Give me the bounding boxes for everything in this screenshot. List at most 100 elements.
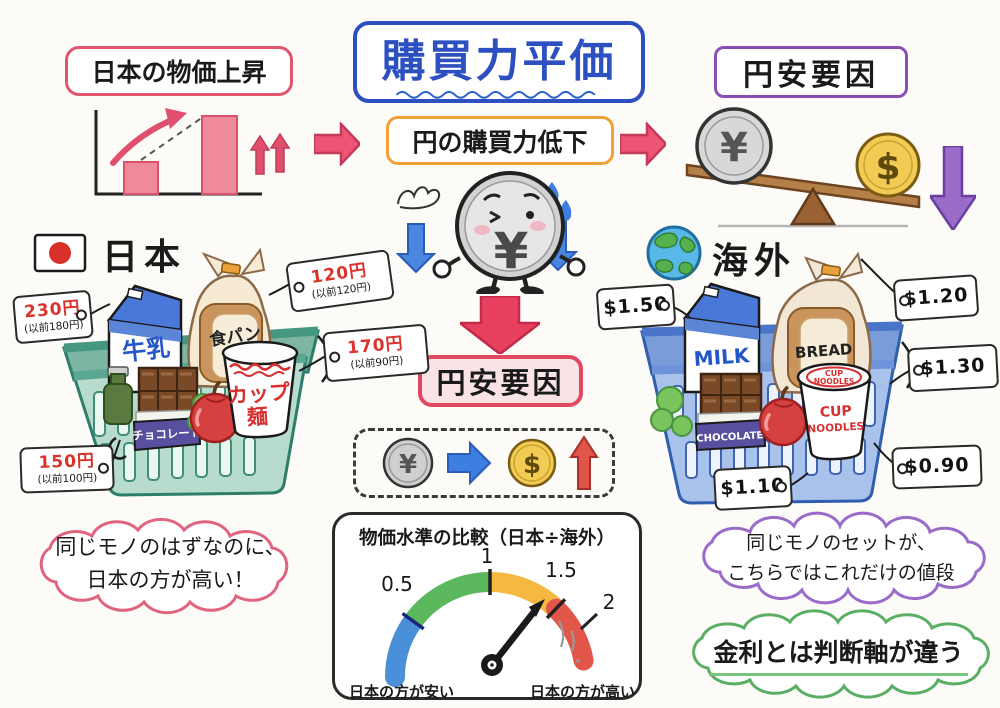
japan-bubble-line2: 日本の方が高い！ xyxy=(86,568,255,592)
japan-inflation-box: 日本の物価上昇 xyxy=(65,46,293,96)
chocolate-item: CHOCOLATE xyxy=(694,372,767,452)
yen-coin-icon: ¥ xyxy=(695,107,773,185)
yen-power-label: 円の購買力低下 xyxy=(412,127,588,157)
svg-text:$: $ xyxy=(523,450,541,480)
arrow-down-purple-icon xyxy=(930,146,976,230)
tag-hole xyxy=(896,462,909,474)
arrow-right-icon xyxy=(314,122,360,166)
weak-yen-top-label: 円安要因 xyxy=(743,58,879,93)
bar-current xyxy=(201,115,238,195)
page-title-text: 購買力平価 xyxy=(381,36,617,87)
overseas-bubble-line1: 同じモノのセットが、 xyxy=(746,531,936,554)
tag-hole xyxy=(97,462,110,474)
dollar-coin-icon: $ xyxy=(507,438,557,488)
arrow-up-red-icon xyxy=(569,435,599,490)
svg-text:2: 2 xyxy=(603,590,616,614)
bottle-item xyxy=(103,366,133,425)
price-tag-basket2-usd: $1.10 xyxy=(712,464,794,512)
japan-section-label: 日本 xyxy=(102,237,187,278)
svg-text:日本の方が高い: 日本の方が高い xyxy=(530,683,635,701)
price-rise-bar-chart xyxy=(94,108,291,196)
lettuce xyxy=(650,408,674,432)
globe-icon xyxy=(646,225,702,281)
tag-hole xyxy=(775,480,788,493)
gauge-needle xyxy=(481,599,545,676)
wavy-underline xyxy=(395,90,596,99)
svg-text:CUP: CUP xyxy=(819,403,852,421)
up-arrow-icon xyxy=(269,132,291,173)
tick-0_5 xyxy=(401,612,425,631)
price-tag-basket-usd: $0.90 xyxy=(891,444,983,490)
svg-text:¥: ¥ xyxy=(494,222,529,280)
price-tag-milk-jp: 230円 (以前180円) xyxy=(12,289,94,345)
lettuce xyxy=(671,415,693,437)
svg-text:牛乳: 牛乳 xyxy=(121,334,172,367)
arrow-right-icon xyxy=(620,122,666,166)
yen-to-dollar-diagram: ¥ $ xyxy=(382,435,599,490)
svg-text:カップ: カップ xyxy=(226,380,292,408)
svg-text:$: $ xyxy=(875,147,900,188)
weak-yen-center-label: 円安要因 xyxy=(436,366,565,400)
tag-hole xyxy=(75,308,88,321)
svg-text:NOODLES: NOODLES xyxy=(814,377,855,386)
svg-text:CHOCOLATE: CHOCOLATE xyxy=(696,430,764,445)
svg-text:チョコレート: チョコレート xyxy=(132,425,202,443)
page-title: 購買力平価 xyxy=(353,21,645,103)
yen-coin-icon: ¥ xyxy=(382,437,434,489)
price-tag-milk-usd: $1.50 xyxy=(595,283,677,331)
arrow-down-pink-icon xyxy=(460,296,540,354)
overseas-grocery-basket: BREAD MILK CHOCOLATE xyxy=(640,251,915,505)
bar-previous xyxy=(123,161,159,195)
svg-text:1.5: 1.5 xyxy=(545,558,577,582)
arrow-right-blue-icon xyxy=(447,440,492,486)
dollar-coin-icon: $ xyxy=(855,132,921,198)
tag-hole xyxy=(328,350,341,363)
closed-eye xyxy=(489,210,501,224)
price-level-gauge-panel: 物価水準の比較（日本÷海外） 0.5 1 1.5 2 日本の方が安い xyxy=(332,512,642,701)
price-level-gauge: 0.5 1 1.5 2 日本の方が安い 日本の方が高い xyxy=(349,545,635,701)
gauge-title: 物価水準の比較（日本÷海外） xyxy=(358,528,615,549)
currency-seesaw: ¥ $ xyxy=(685,107,921,228)
apple-item xyxy=(758,385,808,447)
gauge-segment-blue xyxy=(385,611,424,687)
svg-text:¥: ¥ xyxy=(399,450,417,480)
svg-text:BREAD: BREAD xyxy=(794,340,852,362)
trend-arrow xyxy=(110,116,177,166)
apple-item xyxy=(189,380,241,444)
svg-text:1: 1 xyxy=(481,545,494,568)
gauge-segment-yellow xyxy=(489,572,563,617)
svg-text:0.5: 0.5 xyxy=(381,572,413,596)
tag-hole xyxy=(292,280,306,293)
cup-noodle-item: カップ 麺 xyxy=(221,340,299,439)
price-tag-bread-usd: $1.20 xyxy=(892,274,980,322)
weak-yen-box-center: 円安要因 xyxy=(418,355,583,407)
svg-text:¥: ¥ xyxy=(720,125,748,171)
overseas-bubble-line2: こちらではこれだけの値段 xyxy=(727,562,955,584)
svg-text:NOODLES: NOODLES xyxy=(807,421,864,436)
overseas-speech-bubble: 同じモノのセットが、 こちらではこれだけの値段 xyxy=(690,506,992,610)
svg-text:MILK: MILK xyxy=(693,343,752,371)
yen-to-dollar-box: ¥ $ xyxy=(353,428,615,498)
gauge-segment-green xyxy=(405,572,491,628)
japan-grocery-basket: 食パン 牛乳 チョコレート xyxy=(62,247,332,497)
cup-noodles-item: CUP NOODLES CUP NOODLES xyxy=(796,362,872,461)
arrow-down-blue-icon xyxy=(395,223,437,274)
annoyance-squiggle-icon xyxy=(397,186,441,210)
tag-hole xyxy=(658,299,671,311)
svg-text:CUP: CUP xyxy=(825,369,843,378)
japan-inflation-label: 日本の物価上昇 xyxy=(91,58,267,87)
conclusion-bubble: 金利とは判断軸が違う xyxy=(680,604,997,704)
price-tag-noodles-usd: $1.30 xyxy=(906,343,1000,393)
tag-hole xyxy=(912,364,925,376)
tick-1_5 xyxy=(545,598,567,620)
price-tag-noodles-jp: 170円 (以前90円) xyxy=(322,323,430,383)
price-tag-basket-jp: 150円 (以前100円) xyxy=(19,444,115,494)
weak-yen-box-top: 円安要因 xyxy=(714,46,908,98)
conclusion-text: 金利とは判断軸が違う xyxy=(709,633,968,676)
tag-hole xyxy=(898,294,911,307)
overseas-section-label: 海外 xyxy=(712,241,797,282)
gauge-segment-red xyxy=(546,598,594,671)
yen-power-box: 円の購買力低下 xyxy=(386,116,614,165)
svg-text:日本の方が安い: 日本の方が安い xyxy=(349,683,454,701)
